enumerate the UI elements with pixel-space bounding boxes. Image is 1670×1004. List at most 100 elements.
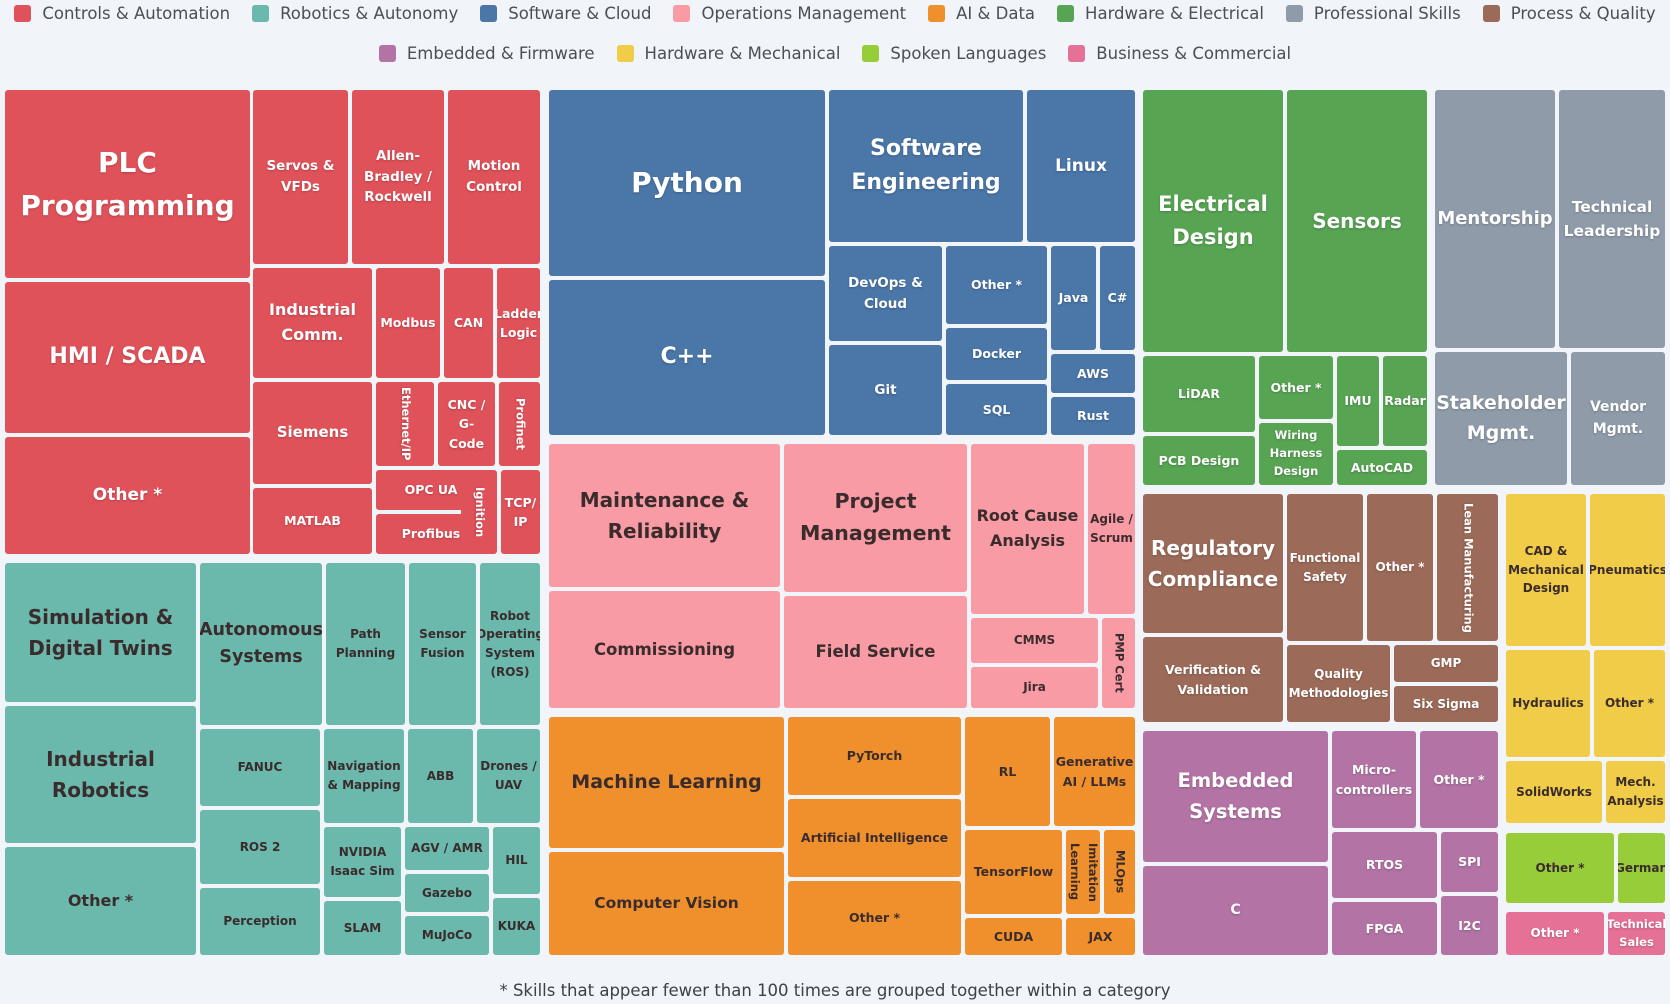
tile-label: SolidWorks (1516, 784, 1592, 799)
treemap-tile: TCP/IP (501, 470, 540, 554)
tile-label: Other * (848, 910, 901, 926)
treemap-tile: Lean Manufacturing (1437, 494, 1498, 641)
treemap-tile: Field Service (784, 596, 967, 708)
treemap-tile: C++ (549, 280, 825, 435)
treemap-tile: HMI / SCADA (5, 282, 250, 433)
treemap-tile: Modbus (376, 268, 440, 378)
treemap-tile: SLAM (324, 901, 401, 955)
tile-label: CAN (453, 315, 484, 331)
treemap-tile: C (1143, 866, 1328, 955)
tile-label: Mentorship (1437, 208, 1553, 230)
tile-label: GMP (1430, 656, 1462, 671)
treemap-tile: CMMS (971, 618, 1098, 663)
legend-item: Robotics & Autonomy (252, 4, 458, 23)
tile-label: Simulation &Digital Twins (27, 604, 174, 660)
treemap-tile: Ignition (461, 470, 497, 554)
legend-label: Business & Commercial (1096, 43, 1292, 63)
tile-label: KUKA (497, 919, 536, 934)
treemap-tile: MuJoCo (405, 916, 489, 955)
tile-label: Other * (1530, 926, 1580, 941)
treemap-tile: Sensors (1287, 90, 1427, 352)
treemap-tile: Git (829, 345, 942, 435)
legend-label: Operations Management (701, 3, 907, 23)
legend-swatch (1057, 4, 1075, 22)
chart-footnote: * Skills that appear fewer than 100 time… (499, 981, 1171, 1000)
tile-label: Gazebo (422, 885, 472, 900)
tile-label: Hydraulics (1512, 696, 1584, 711)
tile-label: Other * (67, 890, 134, 910)
treemap-tile: FPGA (1332, 902, 1437, 955)
legend-label: Embedded & Firmware (406, 43, 595, 63)
tile-label: AutoCAD (1350, 459, 1414, 475)
treemap-tile: HIL (493, 827, 540, 894)
treemap-tile: FANUC (200, 729, 320, 806)
legend-swatch (378, 44, 396, 62)
treemap-tile: SolidWorks (1506, 761, 1602, 823)
treemap-tile: IMU (1337, 356, 1379, 446)
legend-label: Software & Cloud (508, 3, 652, 23)
tile-label: RTOS (1365, 857, 1404, 873)
tile-label: PyTorch (846, 748, 903, 764)
tile-label: LiDAR (1178, 386, 1220, 402)
tile-label: CUDA (993, 928, 1034, 944)
tile-label: Profibus (401, 526, 461, 542)
tile-label: Other * (970, 277, 1023, 293)
tile-label: Lean Manufacturing (1461, 502, 1476, 633)
tile-label: Micro-controllers (1335, 762, 1413, 797)
treemap-tile: MLOps (1104, 830, 1135, 914)
tile-label: Linux (1055, 155, 1107, 176)
tile-label: German (1618, 860, 1665, 875)
tile-label: RL (998, 763, 1017, 779)
treemap-tile: Java (1051, 246, 1096, 350)
tile-label: Jira (1023, 680, 1046, 695)
treemap-tile: Computer Vision (549, 852, 784, 955)
tile-label: DevOps &Cloud (848, 274, 923, 312)
treemap-tile: ROS 2 (200, 810, 320, 884)
treemap-tile: SPI (1441, 832, 1498, 892)
treemap-tile: Servos &VFDs (253, 90, 348, 264)
treemap-tile: Linux (1027, 90, 1135, 242)
treemap-tile: Artificial Intelligence (788, 799, 961, 877)
legend-label: Robotics & Autonomy (280, 3, 459, 23)
treemap-tile: Other * (788, 881, 961, 955)
treemap-tile: Maintenance &Reliability (549, 444, 780, 587)
tile-label: AGV / AMR (411, 841, 483, 856)
treemap-tile: PCB Design (1143, 436, 1255, 485)
treemap-tile: C# (1100, 246, 1135, 350)
treemap-tile: GMP (1394, 645, 1498, 682)
treemap-tile: Verification &Validation (1143, 637, 1283, 722)
legend-item: Hardware & Electrical (1057, 4, 1264, 23)
tile-label: ABB (426, 768, 455, 783)
treemap-tile: Micro-controllers (1332, 731, 1416, 828)
